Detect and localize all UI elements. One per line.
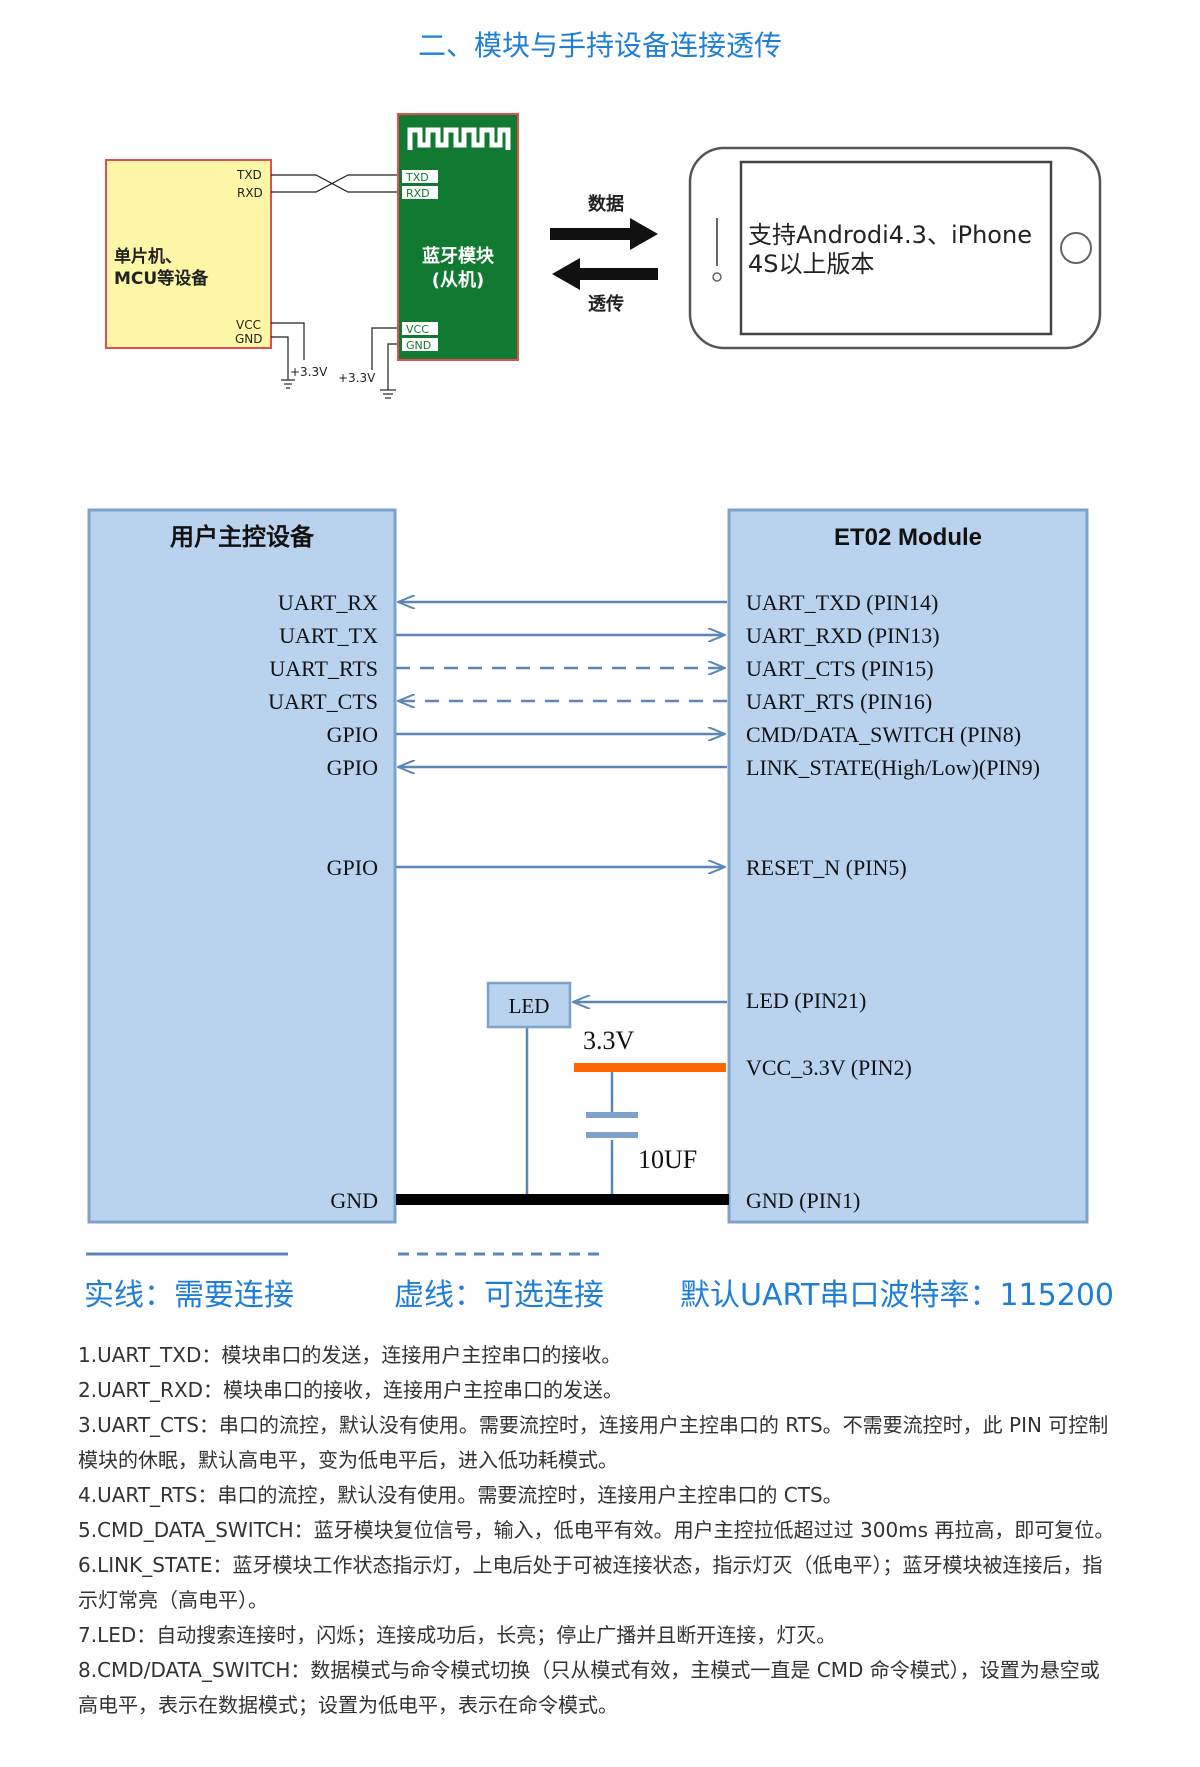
ground-symbols [281,379,396,399]
note-item: 2.UART_RXD：模块串口的接收，连接用户主控串口的发送。 [78,1378,624,1402]
home-button-icon[interactable] [1060,232,1092,264]
host-pin-label: UART_CTS [268,689,378,714]
arrow-bottom-label: 透传 [588,293,624,315]
gnd-rail [396,1194,729,1205]
mcu-pin-txd: TXD [236,168,262,182]
note-item: 5.CMD_DATA_SWITCH：蓝牙模块复位信号，输入，低电平有效。用户主控… [78,1518,1115,1542]
bt-module-box [397,113,519,361]
vcc-label: 3.3V [583,1026,635,1055]
figure-pin-diagram: 用户主控设备 ET02 Module UART_RX UART_TX UART_… [87,508,1089,1224]
note-item: 3.UART_CTS：串口的流控，默认没有使用。需要流控时，连接用户主控串口的 … [78,1413,1109,1472]
module-pin-label: UART_CTS (PIN15) [746,656,934,681]
led-box [486,981,572,1029]
phone-text-line1: 支持Androdi4.3、iPhone [748,221,1032,249]
mcu-label-line1: 单片机、 [114,246,182,267]
host-pin-label: GND [330,1188,378,1213]
legend-dashed-label: 虚线：可选连接 [394,1278,604,1313]
host-pin-label: GPIO [327,755,378,780]
arrow-top-label: 数据 [588,193,624,215]
module-pin-label: UART_RTS (PIN16) [746,689,932,714]
note-item: 4.UART_RTS：串口的流控，默认没有使用。需要流控时，连接用户主控串口的 … [78,1483,843,1507]
bt-label-line2: (从机) [432,270,484,291]
module-pin-label: UART_RXD (PIN13) [746,623,940,648]
led-label: LED [509,994,550,1018]
host-pin-label: UART_RX [278,590,378,615]
baud-rate-label: 默认UART串口波特率：115200 [680,1278,1114,1313]
module-pin-label: RESET_N (PIN5) [746,855,907,880]
left-arrow-icon [552,258,658,290]
bt-supply-label: +3.3V [338,371,376,385]
host-pin-label: GPIO [327,722,378,747]
right-arrow-icon [550,218,658,250]
phone-camera-icon [712,272,722,282]
legend-solid-label: 实线：需要连接 [84,1278,294,1313]
capacitor-plate-top [586,1112,638,1118]
uart-wires [271,174,400,390]
capacitor-label: 10UF [638,1145,697,1174]
mcu-box [105,159,272,349]
host-panel [87,508,397,1224]
host-pin-label: UART_TX [279,623,378,648]
module-pin-label: VCC_3.3V (PIN2) [746,1055,912,1080]
legend-lines [86,1252,604,1256]
module-pin-label: GND (PIN1) [746,1188,860,1213]
module-panel [727,508,1089,1224]
mcu-supply-label: +3.3V [290,365,328,379]
host-pin-label: UART_RTS [269,656,378,681]
bt-pin-rxd: RXD [406,187,430,200]
mcu-label-line2: MCU等设备 [114,268,209,289]
phone-text-line2: 4S以上版本 [748,250,875,278]
figure-connection-diagram: 单片机、 MCU等设备 TXD RXD VCC GND +3.3V +3.3V … [105,113,1102,399]
section-title: 二、模块与手持设备连接透传 [417,29,782,62]
module-pin-label: UART_TXD (PIN14) [746,590,938,615]
mcu-pin-gnd: GND [235,332,263,346]
module-pin-label: CMD/DATA_SWITCH (PIN8) [746,722,1021,747]
note-item: 8.CMD/DATA_SWITCH：数据模式与命令模式切换（只从模式有效，主模式… [78,1658,1100,1717]
host-pin-label: GPIO [327,855,378,880]
notes-list: 1.UART_TXD：模块串口的发送，连接用户主控串口的接收。 2.UART_R… [78,1338,1118,1723]
bt-label-line1: 蓝牙模块 [422,245,495,267]
module-pin-label: LED (PIN21) [746,988,866,1013]
bt-pin-gnd: GND [406,339,431,352]
mcu-pin-vcc: VCC [236,318,261,332]
vcc-rail [574,1063,726,1072]
host-title: 用户主控设备 [170,523,315,551]
bt-pin-txd: TXD [405,171,429,184]
phone-screen [739,160,1053,336]
mcu-pin-rxd: RXD [237,186,263,200]
capacitor-plate-bottom [586,1132,638,1138]
module-title: ET02 Module [834,524,982,551]
note-item: 6.LINK_STATE：蓝牙模块工作状态指示灯，上电后处于可被连接状态，指示灯… [78,1553,1103,1612]
antenna-icon [407,127,511,150]
bt-pin-vcc: VCC [406,323,429,336]
note-item: 1.UART_TXD：模块串口的发送，连接用户主控串口的接收。 [78,1343,622,1367]
module-pin-label: LINK_STATE(High/Low)(PIN9) [746,755,1040,780]
note-item: 7.LED：自动搜索连接时，闪烁；连接成功后，长亮；停止广播并且断开连接，灯灭。 [78,1623,837,1647]
